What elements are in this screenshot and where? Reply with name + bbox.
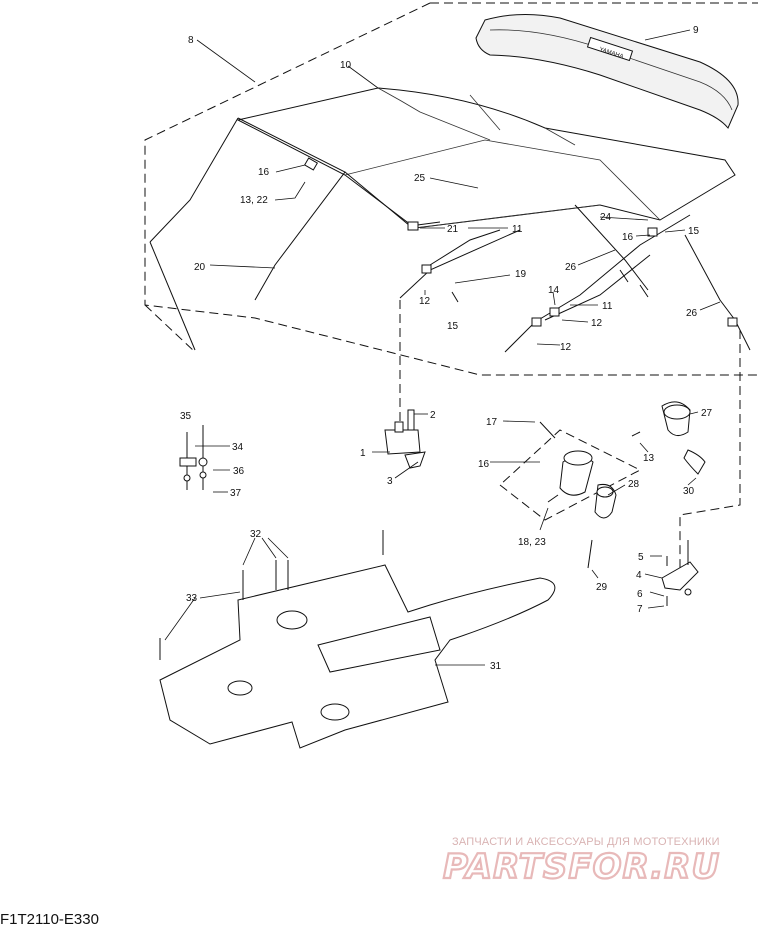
callout-2: 2 xyxy=(430,410,436,421)
callout-19: 19 xyxy=(515,269,527,280)
callout-4: 4 xyxy=(636,570,642,581)
callout-16-b: 16 xyxy=(622,232,634,243)
callout-15-a: 15 xyxy=(688,226,700,237)
callout-37: 37 xyxy=(230,488,242,499)
callout-26-a: 26 xyxy=(565,262,577,273)
callout-1: 1 xyxy=(360,448,366,459)
callout-11-b: 11 xyxy=(602,301,613,312)
lower-assembly-boundary-dashed xyxy=(499,330,741,570)
callout-34: 34 xyxy=(232,442,244,453)
frame-tubes xyxy=(149,117,751,353)
frame-fittings xyxy=(303,157,738,327)
cover-panel xyxy=(159,530,556,749)
assembly-boundary-dashed xyxy=(144,2,758,376)
callout-12-a: 12 xyxy=(419,296,431,307)
callout-35: 35 xyxy=(180,411,192,422)
callout-27: 27 xyxy=(701,408,713,419)
canvas-top xyxy=(236,87,736,229)
callout-21: 21 xyxy=(447,224,459,235)
watermark-brand: PARTSFOR.RU xyxy=(443,847,720,887)
callout-5: 5 xyxy=(638,552,644,563)
callout-14: 14 xyxy=(548,285,560,296)
top-boot-cover: YAMAHA xyxy=(475,13,739,129)
callout-13-22: 13, 22 xyxy=(240,195,268,206)
deck-bracket-assembly xyxy=(661,540,699,606)
callout-26-b: 26 xyxy=(686,308,698,319)
callout-36: 36 xyxy=(233,466,245,477)
callout-leader-lines xyxy=(164,29,721,666)
swivel-fitting-group xyxy=(539,401,706,569)
callout-8: 8 xyxy=(188,35,194,46)
mount-bracket-assembly xyxy=(384,300,426,469)
callout-7: 7 xyxy=(637,604,643,615)
callout-6: 6 xyxy=(637,589,643,600)
watermark-tagline: ЗАПЧАСТИ И АКСЕССУАРЫ ДЛЯ МОТОТЕХНИКИ xyxy=(452,836,720,848)
callout-17: 17 xyxy=(486,417,498,428)
callout-29: 29 xyxy=(596,582,608,593)
callout-18-23: 18, 23 xyxy=(518,537,546,548)
callout-12-b: 12 xyxy=(591,318,603,329)
callout-28: 28 xyxy=(628,479,640,490)
callout-15-b: 15 xyxy=(447,321,459,332)
callout-13: 13 xyxy=(643,453,655,464)
callout-32: 32 xyxy=(250,529,262,540)
callout-20: 20 xyxy=(194,262,206,273)
callout-30: 30 xyxy=(683,486,695,497)
callout-10: 10 xyxy=(340,60,352,71)
callout-16-c: 16 xyxy=(478,459,490,470)
callout-24: 24 xyxy=(600,212,612,223)
callout-12-c: 12 xyxy=(560,342,572,353)
callout-25: 25 xyxy=(414,173,426,184)
callout-16-a: 16 xyxy=(258,167,270,178)
watermark: ЗАПЧАСТИ И АКСЕССУАРЫ ДЛЯ МОТОТЕХНИКИ PA… xyxy=(442,836,720,888)
callout-3: 3 xyxy=(387,476,393,487)
callout-33: 33 xyxy=(186,593,198,604)
callout-9: 9 xyxy=(693,25,699,36)
callout-labels: 8 9 10 16 13, 22 25 21 11 24 16 15 26 20… xyxy=(180,25,713,672)
callout-11-a: 11 xyxy=(512,224,523,235)
diagram-code: F1T2110-E330 xyxy=(0,911,99,926)
fastener-stack-left xyxy=(179,425,208,490)
callout-31: 31 xyxy=(490,661,502,672)
